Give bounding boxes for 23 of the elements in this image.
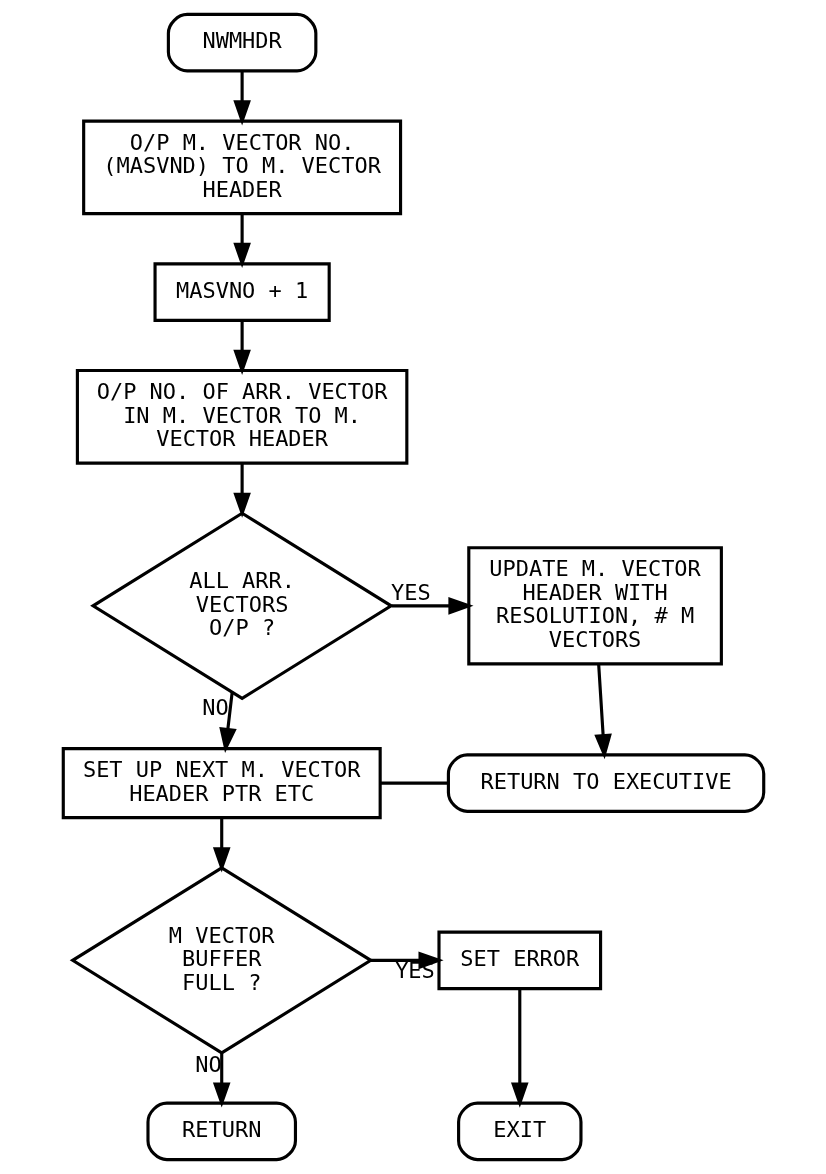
arrow (232, 320, 251, 375)
arrow (370, 951, 444, 970)
arrow (593, 663, 612, 760)
node-box: O/P M. VECTOR NO. (MASVND) TO M. VECTOR HEADER (81, 119, 402, 216)
node-box: EXIT (456, 1101, 583, 1162)
node-box: UPDATE M. VECTOR HEADER WITH RESOLUTION, # M VECTORS (466, 546, 723, 666)
node-box: RETURN TO EXECUTIVE (446, 753, 765, 813)
node-box: MASVNO + 1 (153, 262, 331, 322)
node-box: NWMHDR (166, 12, 317, 73)
node-diamond: M VECTOR BUFFER FULL ? (69, 865, 374, 1055)
node-box: RETURN (145, 1101, 297, 1162)
arrow (510, 988, 529, 1108)
node-box: SET ERROR (436, 930, 602, 991)
connector (380, 781, 448, 785)
arrow (232, 214, 251, 268)
arrow (218, 692, 237, 753)
arrow (232, 71, 251, 126)
arrow (232, 463, 251, 518)
arrow (212, 817, 231, 873)
node-box: O/P NO. OF ARR. VECTOR IN M. VECTOR TO M. VECTOR HEADER (75, 368, 408, 465)
node-box: SET UP NEXT M. VECTOR HEADER PTR ETC (61, 747, 382, 820)
arrow (391, 597, 474, 615)
arrow (212, 1053, 231, 1108)
